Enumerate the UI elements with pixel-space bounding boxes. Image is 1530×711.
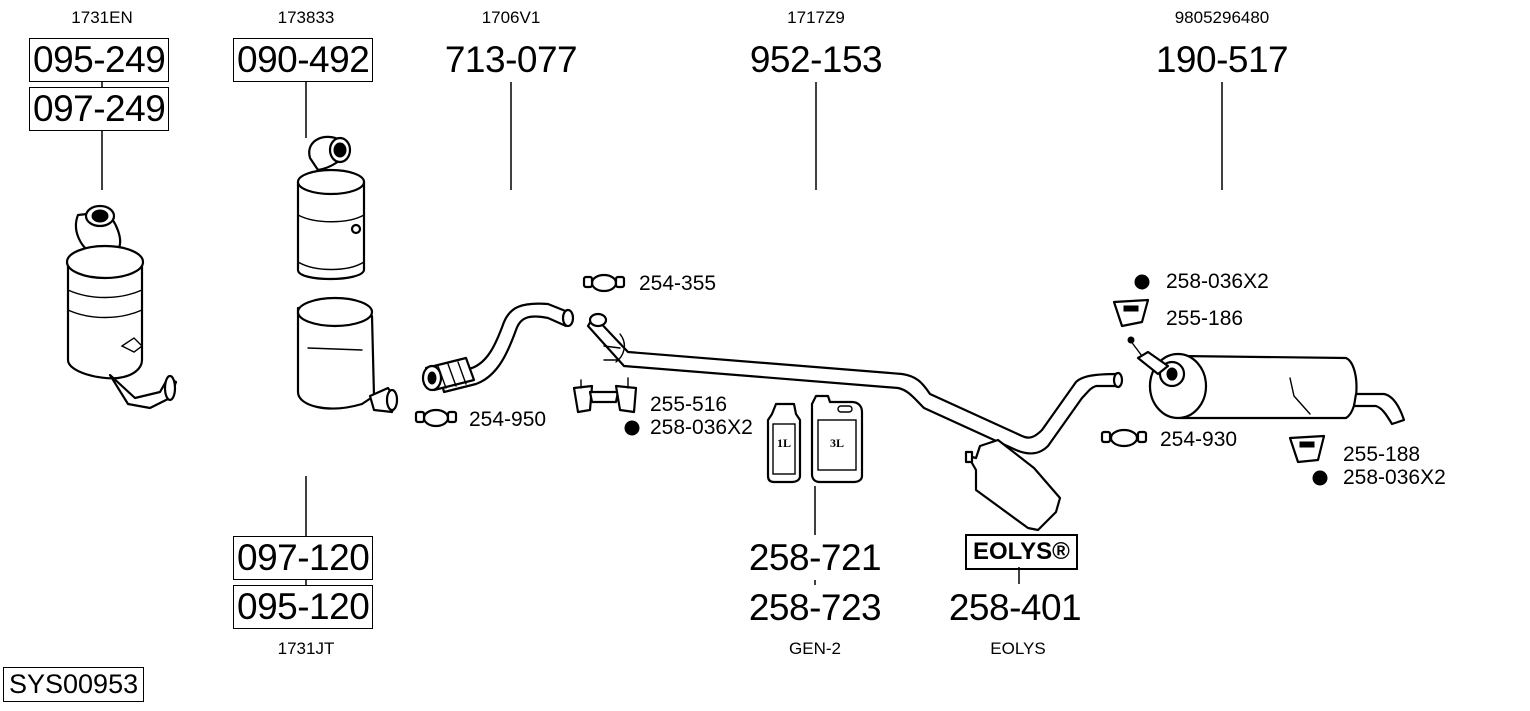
accessory-label-255-516[interactable]: 255-516 bbox=[650, 393, 728, 416]
nut-icon bbox=[1312, 470, 1328, 486]
accessory-label-254-930[interactable]: 254-930 bbox=[1160, 428, 1238, 451]
accessory-label-258-036x2[interactable]: 258-036X2 bbox=[1166, 270, 1269, 293]
middle-pipe-drawing bbox=[586, 312, 1124, 455]
part-number-952-153[interactable]: 952-153 bbox=[749, 39, 883, 80]
catalytic-converter-drawing bbox=[296, 135, 399, 414]
oem-code-1731jt: 1731JT bbox=[277, 639, 335, 658]
bag-valve-icon bbox=[964, 450, 974, 464]
part-number-258-721[interactable]: 258-721 bbox=[748, 537, 882, 578]
oem-code-9805296480: 9805296480 bbox=[1174, 8, 1270, 27]
accessory-label-258-036x2[interactable]: 258-036X2 bbox=[1343, 466, 1446, 489]
part-number-090-492[interactable]: 090-492 bbox=[233, 38, 374, 82]
part-number-190-517[interactable]: 190-517 bbox=[1155, 39, 1289, 80]
system-id-label: SYS00953 bbox=[3, 667, 145, 702]
rear-silencer-drawing bbox=[1127, 336, 1406, 426]
oem-code-1706v1: 1706V1 bbox=[481, 8, 541, 27]
oem-code-173833: 173833 bbox=[277, 8, 335, 27]
eolys-brand-box: EOLYS® bbox=[965, 534, 1078, 570]
bottle-1l-label: 1L bbox=[776, 436, 791, 450]
part-number-258-723[interactable]: 258-723 bbox=[748, 587, 882, 628]
accessory-label-254-355[interactable]: 254-355 bbox=[639, 272, 717, 295]
clamp-icon bbox=[582, 273, 626, 293]
nut-icon bbox=[1134, 274, 1150, 290]
oem-code-eolys: EOLYS bbox=[990, 639, 1046, 658]
rubber-mount-icon bbox=[1112, 298, 1150, 328]
rubber-mount-icon bbox=[1288, 434, 1326, 464]
part-number-713-077[interactable]: 713-077 bbox=[444, 39, 578, 80]
part-number-097-120[interactable]: 097-120 bbox=[233, 536, 374, 580]
rubber-mount-icon bbox=[572, 377, 638, 414]
canister-3l-icon bbox=[810, 394, 864, 484]
oem-code-1731en: 1731EN bbox=[71, 8, 133, 27]
oem-code-gen-2: GEN-2 bbox=[789, 639, 841, 658]
accessory-label-254-950[interactable]: 254-950 bbox=[469, 408, 547, 431]
part-number-258-401[interactable]: 258-401 bbox=[948, 587, 1082, 628]
part-number-095-249[interactable]: 095-249 bbox=[29, 38, 170, 82]
clamp-icon bbox=[1100, 428, 1148, 448]
bottle-1l-icon bbox=[766, 402, 802, 484]
nut-icon bbox=[624, 420, 640, 436]
accessory-label-258-036x2[interactable]: 258-036X2 bbox=[650, 416, 753, 439]
accessory-label-255-186[interactable]: 255-186 bbox=[1166, 307, 1244, 330]
clamp-icon bbox=[414, 408, 458, 428]
oem-code-1717z9: 1717Z9 bbox=[787, 8, 845, 27]
part-number-095-120[interactable]: 095-120 bbox=[233, 585, 374, 629]
particulate-filter-drawing bbox=[65, 204, 178, 410]
additive-bag-icon bbox=[966, 438, 1062, 532]
front-pipe-drawing bbox=[421, 302, 575, 394]
accessory-label-255-188[interactable]: 255-188 bbox=[1343, 443, 1421, 466]
canister-3l-label: 3L bbox=[829, 436, 844, 450]
part-number-097-249[interactable]: 097-249 bbox=[29, 87, 170, 131]
